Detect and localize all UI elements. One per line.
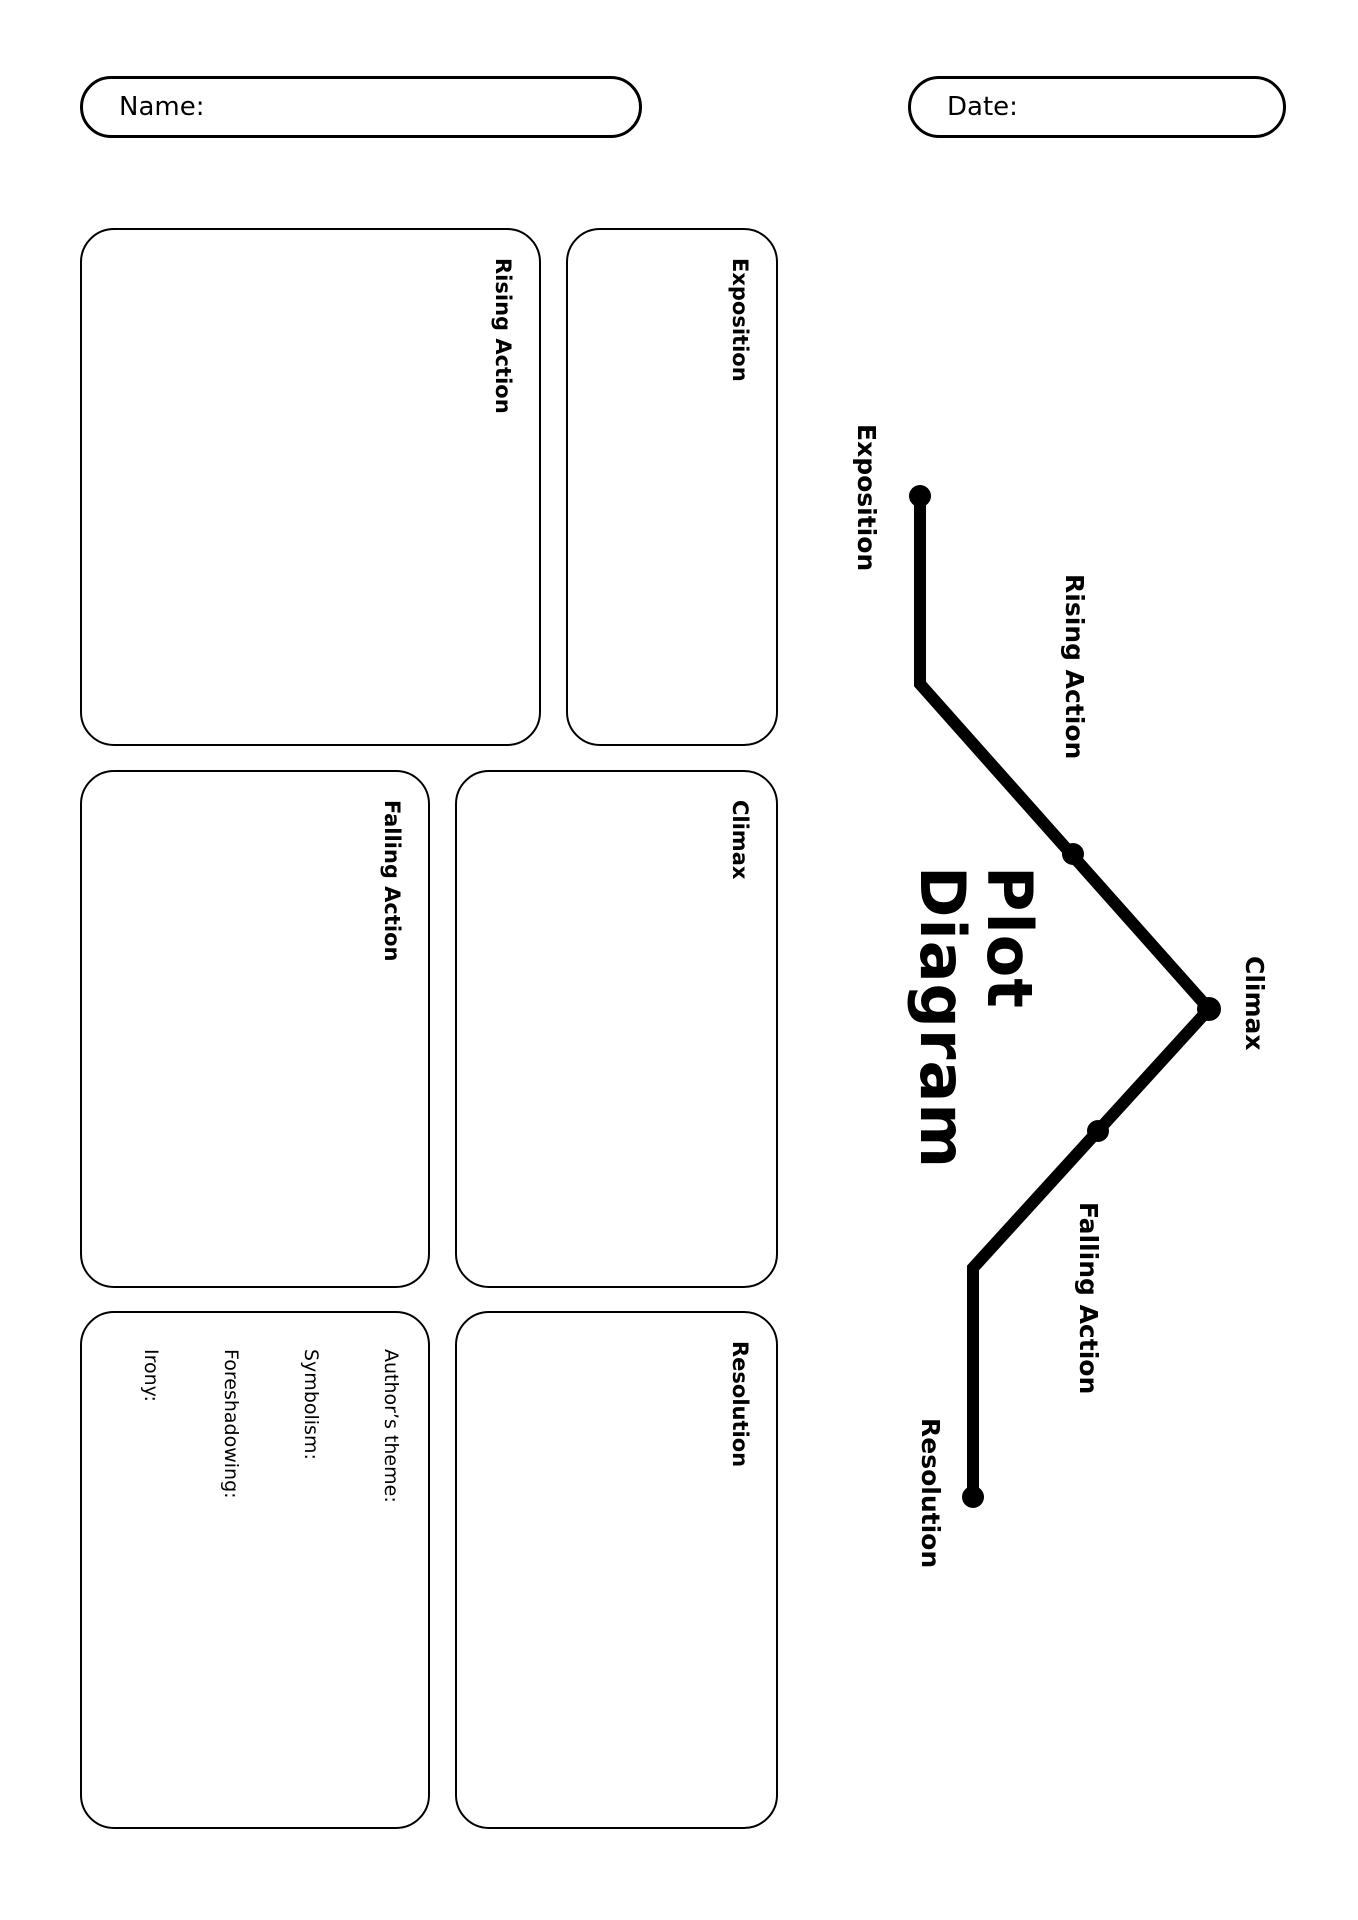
rising-action-point [1062, 843, 1084, 865]
irony-label: Irony: [140, 1349, 162, 1402]
exposition-point [909, 485, 931, 507]
name-field[interactable]: Name: [80, 76, 642, 138]
climax-box-label: Climax [728, 800, 752, 880]
name-label: Name: [119, 92, 205, 122]
falling-action-box[interactable]: Falling Action [80, 770, 430, 1288]
date-field[interactable]: Date: [908, 76, 1286, 138]
exposition-box[interactable]: Exposition [566, 228, 778, 746]
literary-elements-box[interactable]: Author’s theme: Symbolism: Foreshadowing… [80, 1311, 430, 1829]
authors-theme-label: Author’s theme: [380, 1349, 402, 1503]
diagram-label-exposition: Exposition [852, 424, 881, 572]
climax-box[interactable]: Climax [455, 770, 778, 1288]
climax-point [1197, 997, 1221, 1021]
resolution-point [962, 1486, 984, 1508]
symbolism-label: Symbolism: [300, 1349, 322, 1460]
rising-action-box-label: Rising Action [491, 258, 515, 414]
resolution-box-label: Resolution [728, 1341, 752, 1468]
title-line-diagram: Diagram [905, 866, 979, 1169]
foreshadowing-label: Foreshadowing: [220, 1349, 242, 1499]
diagram-label-falling-action: Falling Action [1074, 1202, 1103, 1395]
rising-action-box[interactable]: Rising Action [80, 228, 541, 746]
exposition-box-label: Exposition [728, 258, 752, 382]
falling-action-point [1087, 1120, 1109, 1142]
diagram-label-rising-action: Rising Action [1060, 574, 1089, 760]
date-label: Date: [947, 92, 1018, 122]
diagram-label-climax: Climax [1240, 956, 1269, 1051]
resolution-box[interactable]: Resolution [455, 1311, 778, 1829]
page-title: Plot Diagram [905, 866, 1046, 1169]
title-line-plot: Plot [972, 866, 1046, 1009]
diagram-label-resolution: Resolution [916, 1418, 945, 1569]
falling-action-box-label: Falling Action [380, 800, 404, 962]
